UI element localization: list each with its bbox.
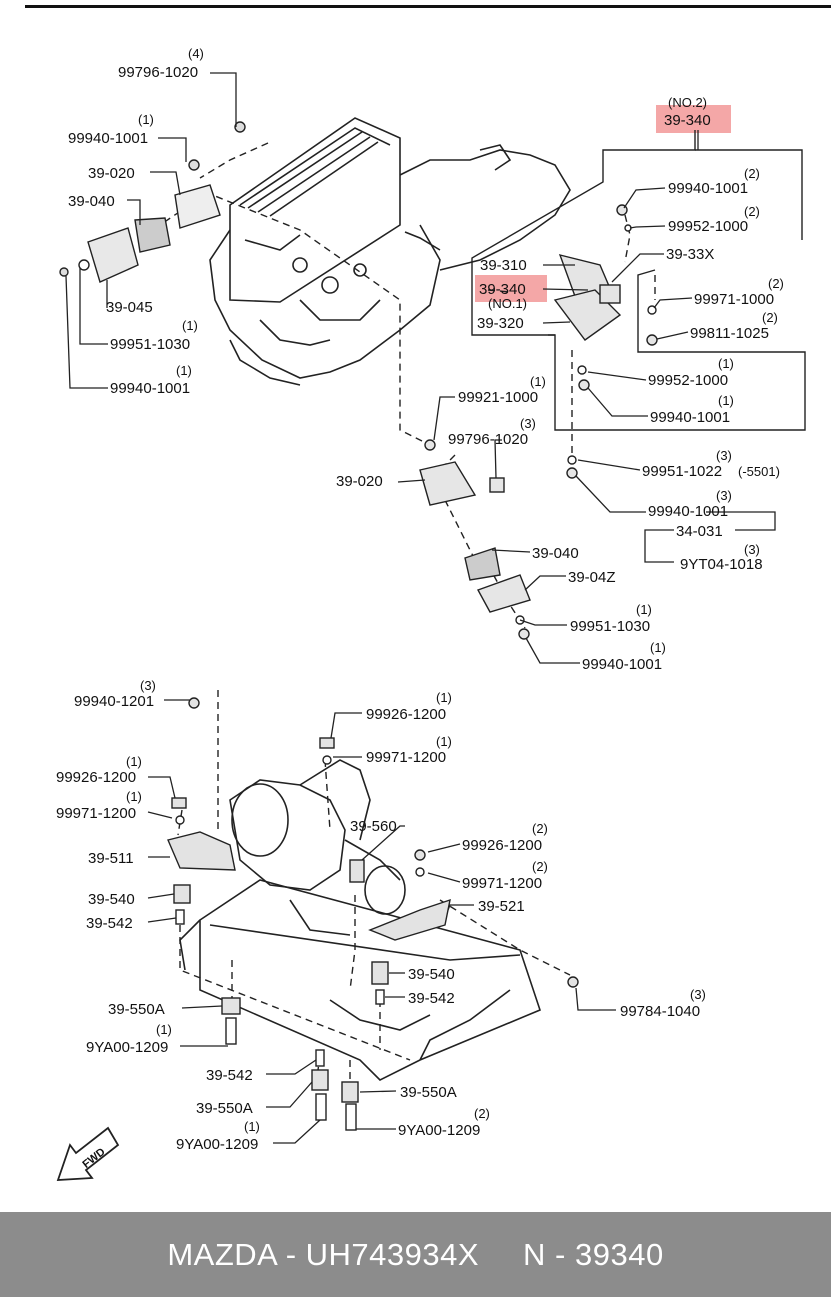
part-label: 39-521 <box>478 898 525 915</box>
part-label: 39-540 <box>88 891 135 908</box>
part-label: 99940-1001 <box>668 180 748 197</box>
part-label: 99940-1001 <box>68 130 148 147</box>
middle-mount <box>419 439 531 640</box>
part-label: 99971-1200 <box>366 749 446 766</box>
qty-label: (1) <box>530 374 546 389</box>
part-label: 39-320 <box>477 315 524 332</box>
top-border <box>25 5 831 8</box>
qty-label: (1) <box>436 690 452 705</box>
qty-label: (1) <box>436 734 452 749</box>
qty-label: (1) <box>244 1119 260 1134</box>
qty-label: (1) <box>156 1022 172 1037</box>
part-label: 99951-1030 <box>570 618 650 635</box>
qty-label: (2) <box>532 821 548 836</box>
part-label: 39-045 <box>106 299 153 316</box>
qty-label: (1) <box>138 112 154 127</box>
part-label: 39-542 <box>86 915 133 932</box>
qty-label: (1) <box>176 363 192 378</box>
part-label: 39-511 <box>88 850 134 867</box>
part-label: 99952-1000 <box>648 372 728 389</box>
qty-label: (1) <box>718 393 734 408</box>
leader-lines <box>65 72 776 1144</box>
part-label: 99940-1001 <box>110 380 190 397</box>
part-label: 99940-1201 <box>74 693 154 710</box>
part-label: 39-04Z <box>568 569 616 586</box>
part-label: 99971-1200 <box>56 805 136 822</box>
fwd-arrow-icon: FWD <box>56 1126 120 1181</box>
part-label: 99951-1022 <box>642 463 722 480</box>
part-label: 9YA00-1209 <box>398 1122 480 1139</box>
qty-label: (1) <box>636 602 652 617</box>
highlight-39-340-no2 <box>656 105 731 133</box>
part-label: 9YA00-1209 <box>176 1136 258 1153</box>
part-label: 99971-1000 <box>694 291 774 308</box>
part-label: 99796-1020 <box>448 431 528 448</box>
engine-drawing <box>209 117 571 386</box>
part-label: 39-542 <box>206 1067 253 1084</box>
part-label: 39-040 <box>68 193 115 210</box>
footer-catalog-number: N - 39340 <box>523 1236 664 1272</box>
lower-mount-parts <box>167 697 579 1131</box>
qty-label: (3) <box>690 987 706 1002</box>
part-label: 99811-1025 <box>690 325 769 342</box>
part-label: 34-031 <box>676 523 723 540</box>
part-label: 99921-1000 <box>458 389 538 406</box>
qty-label: (2) <box>532 859 548 874</box>
part-label: 39-550A <box>400 1084 457 1101</box>
group-frame <box>471 130 806 431</box>
part-label: 39-310 <box>480 257 527 274</box>
part-label: 39-542 <box>408 990 455 1007</box>
qty-label: (2) <box>474 1106 490 1121</box>
qty-label: (2) <box>744 166 760 181</box>
part-label: 39-540 <box>408 966 455 983</box>
part-label: 99926-1200 <box>56 769 136 786</box>
qty-label: (3) <box>716 488 732 503</box>
qty-label: (4) <box>188 46 204 61</box>
qty-label: (2) <box>768 276 784 291</box>
part-label: 99796-1020 <box>118 64 198 81</box>
parts-diagram: FWD <box>25 5 831 1181</box>
qty-label: (3) <box>716 448 732 463</box>
part-labels: (4) 99796-1020 (1) 99940-1001 39-020 39-… <box>56 46 784 1153</box>
part-label: 99971-1200 <box>462 875 542 892</box>
qty-label: (1) <box>650 640 666 655</box>
part-label: 99951-1030 <box>110 336 190 353</box>
part-label: 39-550A <box>196 1100 253 1117</box>
qty-label: (3) <box>140 678 156 693</box>
footer-bar: MAZDA - UH743934X N - 39340 <box>0 1212 831 1297</box>
qty-label: (NO.2) <box>668 95 707 110</box>
part-label: 99926-1200 <box>366 706 446 723</box>
qty-label: (2) <box>744 204 760 219</box>
part-label-39-340: 39-340 <box>479 281 526 298</box>
upper-left-mount <box>59 121 246 283</box>
part-label: 99926-1200 <box>462 837 542 854</box>
part-label: 39-040 <box>532 545 579 562</box>
qty-label: (1) <box>126 789 142 804</box>
qty-label: (1) <box>182 318 198 333</box>
part-label: 9YA00-1209 <box>86 1039 168 1056</box>
transmission-drawing <box>179 759 541 1081</box>
qty-label: (3) <box>520 416 536 431</box>
part-label: 99940-1001 <box>648 503 728 520</box>
part-label: 99940-1001 <box>582 656 662 673</box>
part-label: 99952-1000 <box>668 218 748 235</box>
part-label: 39-020 <box>336 473 383 490</box>
qty-label: (1) <box>718 356 734 371</box>
highlight-39-340-no1 <box>475 275 547 302</box>
part-label: 39-550A <box>108 1001 165 1018</box>
qty-label: (1) <box>126 754 142 769</box>
part-label: 39-560 <box>350 818 397 835</box>
part-label-39-340: 39-340 <box>664 112 711 129</box>
part-label: 39-33X <box>666 246 714 263</box>
part-label: 39-020 <box>88 165 135 182</box>
part-label: 9YT04-1018 <box>680 556 763 573</box>
qty-label: (3) <box>744 542 760 557</box>
part-label: 99940-1001 <box>650 409 730 426</box>
qty-label: (NO.1) <box>488 296 527 311</box>
note-label: (-5501) <box>738 464 780 479</box>
footer-part-number: MAZDA - UH743934X <box>167 1236 480 1272</box>
part-label: 99784-1040 <box>620 1003 700 1020</box>
qty-label: (2) <box>762 310 778 325</box>
upper-right-mount <box>553 204 658 479</box>
